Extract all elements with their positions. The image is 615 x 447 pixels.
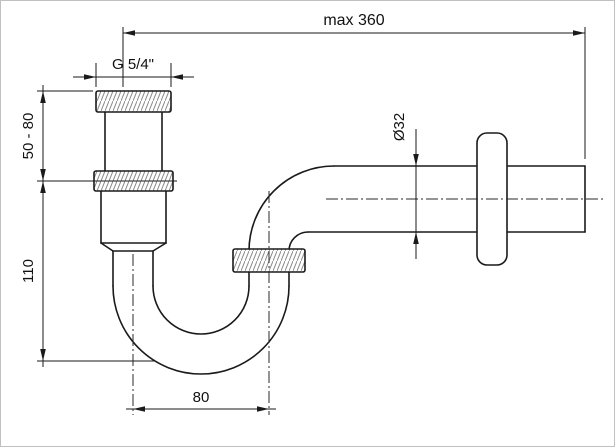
dimension-arrows [40,30,585,412]
dim-inlet-height-label: 50 - 80 [20,113,37,160]
dim-trap-height-label: 110 [20,259,37,283]
inlet-top-nut [95,90,172,113]
trap-body [100,110,586,375]
elbow-inner-arc [288,231,309,252]
dimension-lines [37,27,586,410]
elbow-outer-arc [248,165,335,252]
u-bend-inner-arc [152,285,250,335]
dim-overall-length-label: max 360 [323,12,384,29]
dim-trap-pitch-label: 80 [193,389,210,406]
dim-diameter-label: Ø32 [391,113,408,141]
dim-thread-label: G 5/4" [112,56,154,73]
knurled-nuts [93,90,306,273]
u-bend-outer-arc [112,285,290,375]
centerlines [132,191,604,415]
